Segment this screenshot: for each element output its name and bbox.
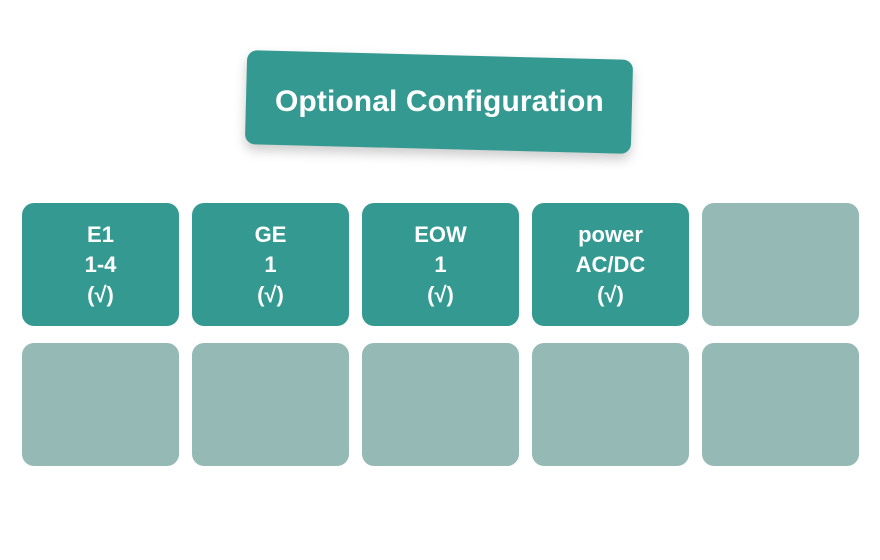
card-line-2: 1 [434,251,447,277]
option-card-grid: E1 1-4 (√) GE 1 (√) EOW 1 (√) power AC/D… [22,203,859,466]
option-card[interactable] [702,203,859,326]
card-line-1: power [578,221,643,247]
card-line-2: 1-4 [84,251,117,277]
card-check-mark: (√) [257,281,284,307]
option-card[interactable]: EOW 1 (√) [362,203,519,326]
card-check-mark: (√) [597,281,624,307]
card-check-mark: (√) [87,281,114,307]
option-card[interactable]: GE 1 (√) [192,203,349,326]
option-card[interactable]: E1 1-4 (√) [22,203,179,326]
card-line-1: EOW [414,221,467,247]
option-card[interactable] [532,343,689,466]
card-line-1: GE [254,221,287,247]
option-card[interactable] [22,343,179,466]
option-card[interactable]: power AC/DC (√) [532,203,689,326]
option-card[interactable] [192,343,349,466]
card-line-1: E1 [87,221,114,247]
page-title: Optional Configuration [274,84,604,118]
title-banner-container: Optional Configuration [244,50,634,154]
card-line-2: 1 [264,251,277,277]
title-banner: Optional Configuration [244,50,634,154]
card-check-mark: (√) [427,281,454,307]
option-card[interactable] [362,343,519,466]
option-card[interactable] [702,343,859,466]
card-line-2: AC/DC [575,251,646,277]
